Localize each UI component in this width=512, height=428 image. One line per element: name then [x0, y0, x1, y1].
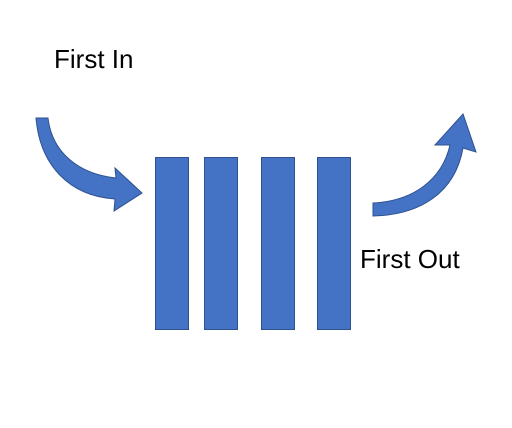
first-out-label: First Out [360, 244, 460, 274]
queue-item [261, 157, 295, 330]
queue-item [317, 157, 351, 330]
queue-item [155, 157, 189, 330]
queue-item [204, 157, 238, 330]
dequeue-arrow-shape [372, 113, 477, 217]
enqueue-arrow-shape [35, 117, 143, 212]
first-in-label: First In [54, 44, 134, 74]
